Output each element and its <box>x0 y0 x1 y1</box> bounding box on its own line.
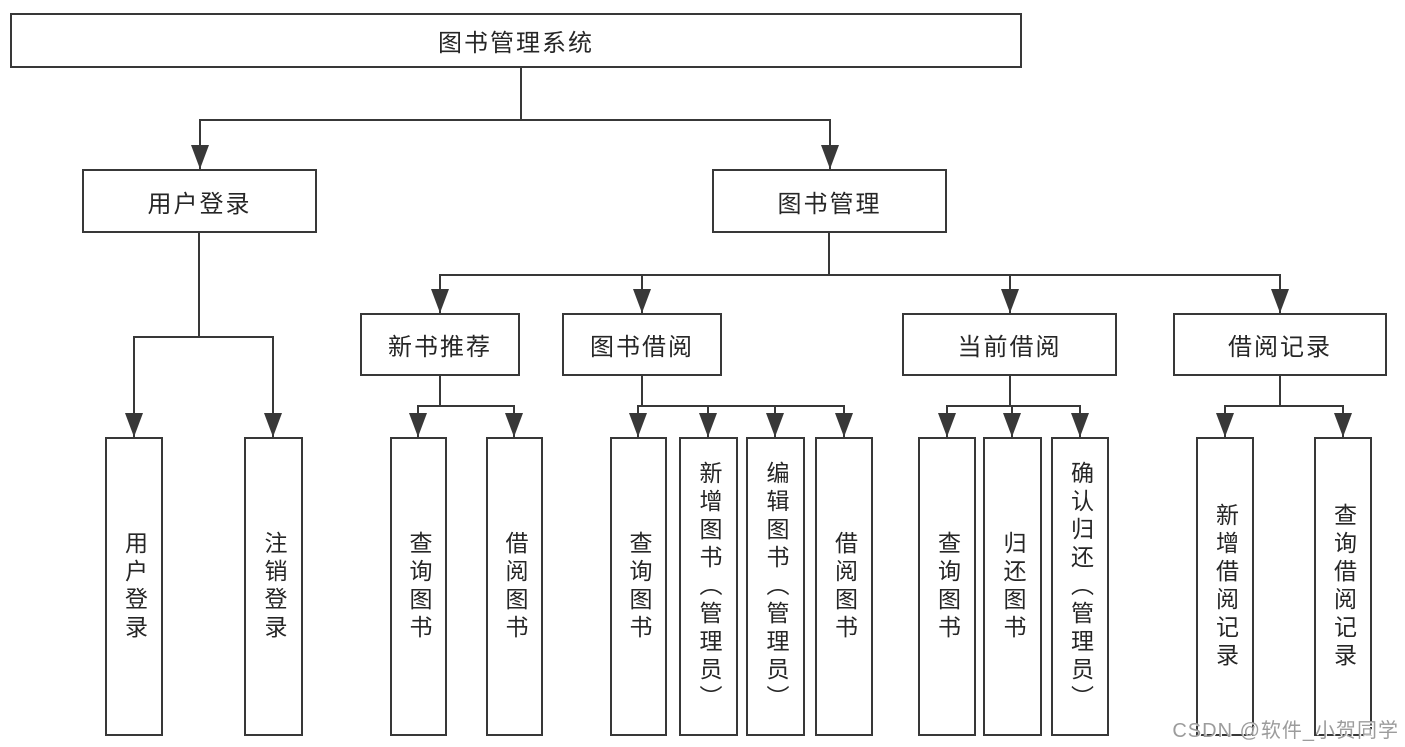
connector-segment <box>946 405 1081 407</box>
node-add-books-admin: 新增图书（管理员） <box>679 437 738 736</box>
arrowhead-down-icon <box>629 413 647 437</box>
arrowhead-down-icon <box>1334 413 1352 437</box>
connector-segment <box>198 233 200 337</box>
arrowhead-down-icon <box>505 413 523 437</box>
node-book-borrowing: 图书借阅 <box>562 313 722 376</box>
arrowhead-down-icon <box>938 413 956 437</box>
node-query-books-current: 查询图书 <box>918 437 976 736</box>
arrowhead-down-icon <box>633 289 651 313</box>
connector-segment <box>199 120 201 169</box>
connector-segment <box>439 376 441 406</box>
connector-segment <box>1279 376 1281 406</box>
node-return-books: 归还图书 <box>983 437 1042 736</box>
node-edit-books-admin: 编辑图书（管理员） <box>746 437 805 736</box>
connector-segment <box>439 274 1281 276</box>
node-add-borrow-record: 新增借阅记录 <box>1196 437 1254 736</box>
node-confirm-return-admin: 确认归还（管理员） <box>1051 437 1109 736</box>
arrowhead-down-icon <box>821 145 839 169</box>
connector-segment <box>520 68 522 120</box>
node-borrowing-records: 借阅记录 <box>1173 313 1387 376</box>
node-borrow-books-recommend: 借阅图书 <box>486 437 543 736</box>
connector-segment <box>417 405 515 407</box>
connector-segment <box>828 233 830 275</box>
node-logout-action: 注销登录 <box>244 437 303 736</box>
arrowhead-down-icon <box>1001 289 1019 313</box>
connector-segment <box>272 337 274 437</box>
arrowhead-down-icon <box>264 413 282 437</box>
arrowhead-down-icon <box>409 413 427 437</box>
connector-segment <box>1224 405 1344 407</box>
connector-segment <box>133 337 135 437</box>
node-borrow-books: 借阅图书 <box>815 437 873 736</box>
node-user-login: 用户登录 <box>82 169 317 233</box>
connector-segment <box>829 120 831 169</box>
csdn-watermark: CSDN @软件_小贺同学 <box>1172 720 1399 742</box>
arrowhead-down-icon <box>1071 413 1089 437</box>
arrowhead-down-icon <box>191 145 209 169</box>
arrowhead-down-icon <box>125 413 143 437</box>
node-library-system: 图书管理系统 <box>10 13 1022 68</box>
arrowhead-down-icon <box>766 413 784 437</box>
connector-segment <box>133 336 274 338</box>
arrowhead-down-icon <box>835 413 853 437</box>
connector-segment <box>1009 376 1011 406</box>
arrowhead-down-icon <box>1271 289 1289 313</box>
node-query-borrow-record: 查询借阅记录 <box>1314 437 1372 736</box>
node-book-management: 图书管理 <box>712 169 947 233</box>
node-new-book-recommend: 新书推荐 <box>360 313 520 376</box>
arrowhead-down-icon <box>699 413 717 437</box>
node-user-login-action: 用户登录 <box>105 437 163 736</box>
arrowhead-down-icon <box>1003 413 1021 437</box>
node-current-borrowing: 当前借阅 <box>902 313 1117 376</box>
connector-segment <box>199 119 831 121</box>
node-query-books-recommend: 查询图书 <box>390 437 447 736</box>
arrowhead-down-icon <box>1216 413 1234 437</box>
arrowhead-down-icon <box>431 289 449 313</box>
node-query-books-borrowing: 查询图书 <box>610 437 667 736</box>
connector-segment <box>637 405 845 407</box>
connector-segment <box>641 376 643 406</box>
